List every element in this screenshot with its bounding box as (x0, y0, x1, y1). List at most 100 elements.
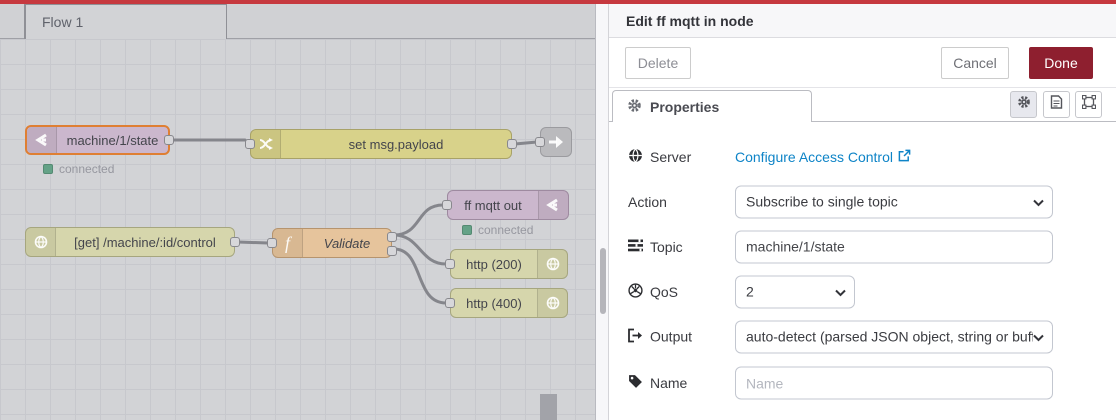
input-port[interactable] (445, 259, 455, 269)
mqtt-out-icon (538, 191, 568, 219)
globe-white-icon (26, 228, 56, 256)
topic-label: Topic (628, 239, 683, 255)
node-http-response-400[interactable]: http (400) (445, 288, 568, 318)
output-port[interactable] (230, 237, 240, 247)
chevron-down-icon (1033, 329, 1044, 345)
mqtt-in-icon (27, 127, 57, 153)
output-port[interactable] (164, 135, 174, 145)
tray-tab-row: Properties (609, 88, 1116, 122)
node-mqtt-out[interactable]: ff mqtt out (442, 190, 569, 220)
name-label: Name (628, 374, 687, 392)
node-label: http (400) (466, 295, 522, 311)
globe-white-icon (537, 250, 567, 278)
previous-tab-stub[interactable] (3, 4, 25, 39)
done-button[interactable]: Done (1029, 47, 1093, 79)
delete-button[interactable]: Delete (625, 47, 691, 79)
sign-out-icon (628, 328, 643, 345)
node-http-response-200[interactable]: http (200) (445, 249, 568, 279)
output-port[interactable] (507, 139, 517, 149)
node-label: machine/1/state (66, 132, 159, 148)
topic-input[interactable] (735, 230, 1053, 263)
flow-tab-bar: Flow 1 (0, 4, 595, 39)
field-row-output: Output auto-detect (parsed JSON object, … (609, 314, 1116, 359)
action-select[interactable]: Subscribe to single topic (735, 185, 1053, 218)
globe-white-icon (537, 289, 567, 317)
frame-icon (1081, 94, 1096, 114)
input-port[interactable] (442, 200, 452, 210)
cancel-button[interactable]: Cancel (941, 47, 1009, 79)
wire-change-linkout[interactable] (513, 140, 539, 146)
field-row-topic: Topic (609, 224, 1116, 269)
shuffle-icon (251, 130, 281, 158)
qos-ring-icon (628, 282, 643, 301)
qos-select[interactable]: 2 (735, 275, 855, 308)
node-label: http (200) (466, 256, 522, 272)
scrollbar-corner (540, 394, 557, 420)
status-dot (462, 225, 472, 235)
status-dot (43, 164, 53, 174)
output-port-1[interactable] (387, 232, 397, 242)
input-port[interactable] (535, 137, 545, 147)
show-appearance-button[interactable] (1075, 91, 1102, 118)
tab-baseline (609, 121, 1116, 122)
status-text: connected (478, 223, 534, 237)
tray-toolbar: Delete Cancel Done (609, 38, 1116, 88)
field-row-qos: QoS 2 (609, 269, 1116, 314)
node-http-in[interactable]: [get] /machine/:id/control (25, 227, 240, 257)
node-function[interactable]: f Validate (267, 228, 397, 258)
globe-icon (628, 148, 643, 166)
link-out-icon (541, 128, 571, 156)
tray-title: Edit ff mqtt in node (626, 12, 754, 29)
wire-func-http400[interactable] (392, 247, 448, 305)
wire-httpin-func[interactable] (236, 240, 270, 245)
flow-workspace: Flow 1 machine/1/state connected (0, 4, 595, 420)
server-label: Server (628, 148, 691, 166)
input-port[interactable] (245, 139, 255, 149)
workspace-tray-divider (595, 4, 609, 420)
function-icon: f (273, 229, 303, 257)
wires (171, 138, 539, 305)
output-label: Output (628, 328, 692, 345)
node-label: ff mqtt out (464, 197, 522, 213)
node-change[interactable]: set msg.payload (245, 129, 517, 159)
wire-func-mqttout[interactable] (392, 203, 445, 237)
status-text: connected (59, 162, 115, 176)
node-label: set msg.payload (348, 136, 444, 152)
input-port[interactable] (267, 238, 277, 248)
node-label: Validate (323, 235, 371, 251)
output-select[interactable]: auto-detect (parsed JSON object, string … (735, 320, 1053, 353)
properties-tab-label: Properties (650, 98, 720, 115)
qos-label: QoS (628, 282, 678, 301)
list-icon (628, 239, 643, 255)
external-link-icon (898, 149, 911, 165)
doc-icon (1050, 95, 1063, 114)
node-link-out[interactable] (535, 127, 572, 157)
input-port[interactable] (445, 298, 455, 308)
name-input[interactable] (735, 366, 1053, 400)
tab-properties[interactable]: Properties (612, 90, 812, 122)
vertical-scrollbar-thumb[interactable] (600, 248, 606, 314)
configure-access-control-link[interactable]: Configure Access Control (735, 149, 911, 165)
flow-tab-label: Flow 1 (42, 14, 84, 30)
wire-func-http200[interactable] (392, 233, 448, 266)
gear-icon (627, 98, 642, 116)
output-port-2[interactable] (387, 246, 397, 256)
node-mqtt-in[interactable]: machine/1/state (25, 125, 174, 155)
chevron-down-icon (835, 284, 846, 300)
node-label: [get] /machine/:id/control (74, 234, 216, 250)
edit-node-tray: Edit ff mqtt in node Delete Cancel Done … (609, 4, 1116, 420)
action-label: Action (628, 193, 667, 210)
field-row-name: Name (609, 359, 1116, 407)
top-accent-bar (0, 0, 1116, 4)
show-description-button[interactable] (1043, 91, 1070, 118)
chevron-down-icon (1033, 194, 1044, 210)
field-row-action: Action Subscribe to single topic (609, 179, 1116, 224)
gear-icon (1017, 95, 1031, 114)
tray-header: Edit ff mqtt in node (609, 4, 1116, 38)
tag-icon (628, 374, 643, 392)
field-row-server: Server Configure Access Control (609, 134, 1116, 179)
show-properties-button[interactable] (1010, 91, 1037, 118)
mqtt-out-status: connected (462, 223, 533, 237)
tab-flow-1[interactable]: Flow 1 (25, 4, 227, 39)
